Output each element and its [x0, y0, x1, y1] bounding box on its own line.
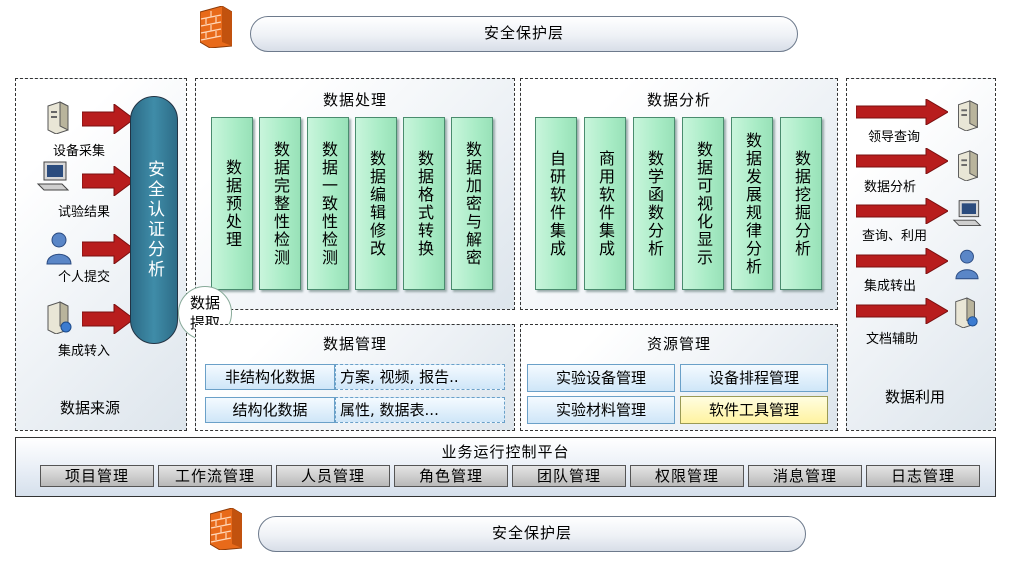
resource-cell: 实验设备管理 — [527, 364, 675, 392]
source-label-integration: 集成转入 — [58, 344, 111, 359]
processing-box: 数据编辑修改 — [355, 117, 397, 290]
arrow-right-icon — [82, 166, 134, 196]
security-layer-bottom: 安全保护层 — [258, 516, 806, 552]
usage-label: 文档辅助 — [866, 332, 919, 347]
data-usage-title: 数据利用 — [885, 388, 946, 406]
platform-tab[interactable]: 权限管理 — [630, 465, 744, 487]
data-processing-title: 数据处理 — [322, 91, 387, 109]
processing-box: 数据格式转换 — [403, 117, 445, 290]
usage-label: 数据分析 — [864, 180, 917, 195]
source-label-personal: 个人提交 — [58, 270, 111, 285]
analysis-box: 数据可视化显示 — [682, 117, 724, 290]
computer-icon — [36, 161, 70, 191]
source-label-test: 试验结果 — [58, 205, 111, 220]
platform-tab[interactable]: 团队管理 — [512, 465, 626, 487]
structured-data-cell: 结构化数据 — [205, 397, 335, 423]
security-layer-top: 安全保护层 — [250, 16, 798, 52]
arrow-right-icon — [856, 298, 948, 324]
analysis-box: 数据发展规律分析 — [731, 117, 773, 290]
platform-tab[interactable]: 项目管理 — [40, 465, 154, 487]
resource-cell: 设备排程管理 — [680, 364, 828, 392]
arrow-right-icon — [82, 304, 134, 334]
platform-tab[interactable]: 消息管理 — [748, 465, 862, 487]
usage-label: 领导查询 — [868, 130, 921, 145]
business-platform-title: 业务运行控制平台 — [441, 443, 570, 461]
processing-box: 数据完整性检测 — [259, 117, 301, 290]
data-analysis-title: 数据分析 — [646, 91, 711, 109]
security-auth-column: 安全认证分析 — [130, 96, 178, 344]
platform-tab[interactable]: 角色管理 — [394, 465, 508, 487]
server-icon — [958, 100, 978, 131]
arrow-right-icon — [856, 248, 948, 274]
examples-text: 属性, 数据表... — [340, 401, 439, 419]
processing-box: 数据加密与解密 — [451, 117, 493, 290]
resource-management-title: 资源管理 — [646, 335, 711, 353]
computer-icon — [952, 200, 982, 226]
server-icon — [958, 150, 978, 181]
arrow-right-icon — [82, 104, 134, 134]
data-sources-title: 数据来源 — [60, 399, 121, 417]
processing-box: 数据预处理 — [211, 117, 253, 290]
firewall-icon — [210, 508, 242, 550]
analysis-box: 数据挖掘分析 — [780, 117, 822, 290]
server-network-icon — [955, 297, 978, 328]
usage-label: 查询、利用 — [862, 229, 928, 244]
usage-label: 集成转出 — [864, 279, 917, 294]
analysis-box: 数学函数分析 — [633, 117, 675, 290]
arrow-right-icon — [856, 99, 948, 125]
analysis-box: 商用软件集成 — [584, 117, 626, 290]
structured-examples-cell: 属性, 数据表... — [335, 397, 505, 423]
platform-tab[interactable]: 日志管理 — [866, 465, 980, 487]
server-icon — [47, 101, 69, 134]
user-icon — [46, 232, 72, 265]
arrow-right-icon — [856, 198, 948, 224]
platform-tab[interactable]: 工作流管理 — [158, 465, 272, 487]
resource-cell: 实验材料管理 — [527, 396, 675, 424]
server-network-icon — [47, 301, 72, 334]
data-management-title: 数据管理 — [322, 335, 387, 353]
platform-tab[interactable]: 人员管理 — [276, 465, 390, 487]
unstructured-data-cell: 非结构化数据 — [205, 364, 335, 390]
unstructured-examples-cell: 方案, 视频, 报告.. — [335, 364, 505, 390]
arrow-right-icon — [82, 234, 134, 264]
source-label-device: 设备采集 — [53, 144, 106, 159]
examples-text: 方案, 视频, 报告.. — [340, 368, 459, 386]
arrow-right-icon — [856, 148, 948, 174]
firewall-icon — [200, 6, 232, 48]
processing-box: 数据一致性检测 — [307, 117, 349, 290]
software-tools-cell: 软件工具管理 — [680, 396, 828, 424]
analysis-box: 自研软件集成 — [535, 117, 577, 290]
user-icon — [955, 249, 979, 280]
